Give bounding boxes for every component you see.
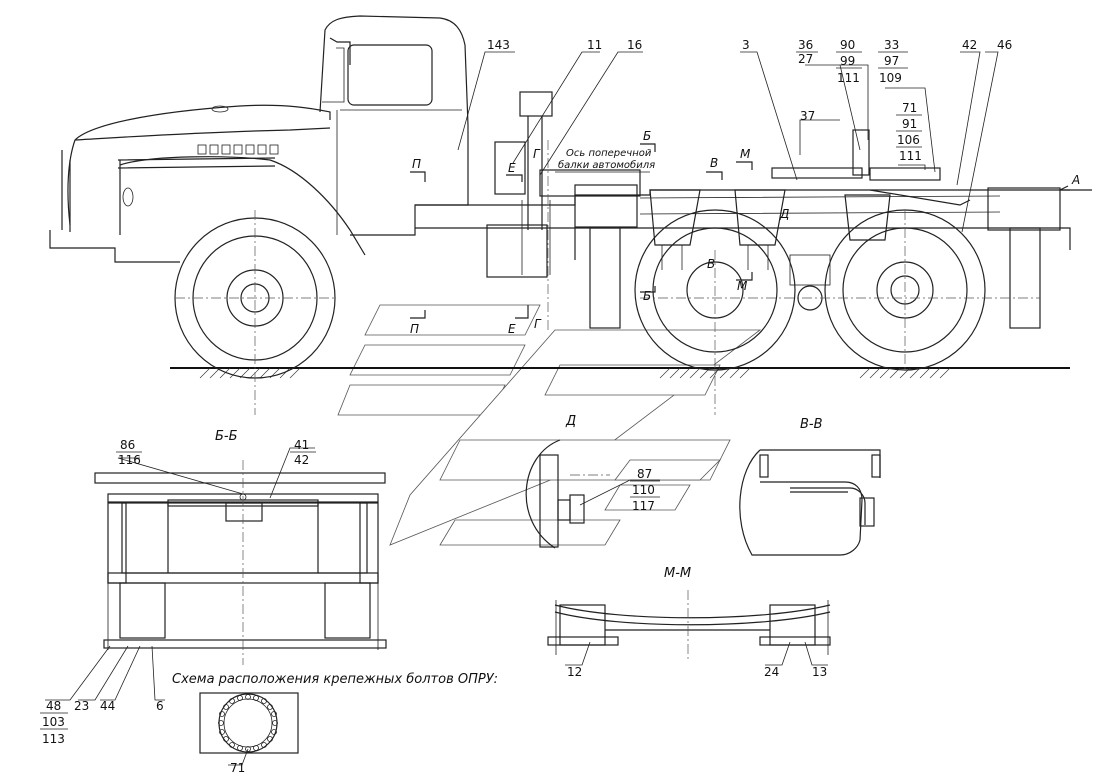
callout-71a: 71: [902, 101, 917, 115]
callout-42: 42: [962, 38, 977, 52]
svg-text:П: П: [410, 322, 419, 336]
svg-text:Б: Б: [643, 289, 651, 303]
svg-text:Г: Г: [534, 317, 542, 331]
svg-text:В: В: [707, 257, 715, 271]
cab-outline: [319, 15, 469, 236]
callout-3: 3: [742, 38, 750, 52]
scheme-caption: Схема расположения крепежных болтов ОПРУ…: [172, 672, 498, 687]
callout-117: 117: [632, 499, 655, 513]
callout-97: 97: [884, 54, 899, 68]
main-callouts: 143 11 16 3 36 27 90 99 111 33 97 109 42…: [487, 38, 1012, 163]
section-bb: Б-Б 86 116 41 42 48 103 113 23 44: [40, 429, 387, 746]
headlight: [122, 187, 134, 207]
callout-103: 103: [42, 715, 65, 729]
section-vv: В-В: [739, 417, 881, 556]
callout-6: 6: [156, 699, 164, 713]
bolt-scheme: Схема расположения крепежных болтов ОПРУ…: [172, 672, 498, 775]
callout-12: 12: [567, 665, 582, 679]
callout-37: 37: [800, 109, 815, 123]
callout-99: 99: [840, 54, 855, 68]
section-mm: М-М 12 24 13: [547, 566, 831, 679]
callout-90: 90: [840, 38, 855, 52]
callout-143: 143: [487, 38, 510, 52]
callout-116: 116: [118, 453, 141, 467]
view-title-mm: М-М: [664, 566, 691, 581]
svg-text:Д: Д: [779, 207, 789, 221]
grille-slots: [197, 144, 279, 155]
callout-16: 16: [627, 38, 642, 52]
watermark-shapes: [337, 304, 762, 546]
hood-outline: [49, 104, 331, 263]
exhaust-top: [519, 91, 553, 117]
mounting-brackets: [521, 184, 1061, 329]
svg-text:М: М: [737, 279, 748, 293]
svg-text:П: П: [412, 157, 421, 171]
callout-23: 23: [74, 699, 89, 713]
callout-27: 27: [798, 52, 813, 66]
callout-71b: 71: [230, 761, 245, 775]
view-title-d: Д: [565, 414, 576, 429]
ground-hatch: [199, 367, 951, 379]
section-marks: П П Е Г Е Г Б Б В В М М Д А: [410, 129, 1092, 336]
callout-87: 87: [637, 467, 652, 481]
svg-text:Б: Б: [643, 129, 651, 143]
callout-111a: 111: [837, 71, 860, 85]
callout-106: 106: [897, 133, 920, 147]
svg-text:А: А: [1071, 173, 1080, 187]
callout-46: 46: [997, 38, 1012, 52]
svg-text:Е: Е: [508, 322, 516, 336]
callout-24: 24: [764, 665, 779, 679]
view-title-vv: В-В: [800, 417, 823, 432]
bolt-ring: [218, 694, 278, 752]
battery-box: [494, 141, 526, 195]
callout-48: 48: [46, 699, 61, 713]
callout-42b: 42: [294, 453, 309, 467]
axis-note-line2: балки автомобиля: [558, 159, 655, 171]
cab-window: [347, 44, 433, 106]
main-leader-lines: [457, 51, 999, 233]
axis-note: Ось поперечной балки автомобиля: [555, 148, 655, 173]
callout-109: 109: [879, 71, 902, 85]
callout-33: 33: [884, 38, 899, 52]
fender-front: [119, 156, 366, 256]
svg-text:М: М: [740, 147, 751, 161]
svg-text:В: В: [710, 156, 718, 170]
truck-side-view: [49, 15, 1071, 415]
fifth-wheel-plate: [771, 167, 863, 179]
svg-text:Г: Г: [533, 147, 541, 161]
callout-11: 11: [587, 38, 602, 52]
callout-41: 41: [294, 438, 309, 452]
callout-86: 86: [120, 438, 135, 452]
fuel-tank: [486, 224, 548, 278]
view-d: Д 87 110 117: [525, 414, 660, 549]
chassis-frame: [415, 189, 1071, 260]
axis-note-line1: Ось поперечной: [566, 148, 652, 159]
callout-113: 113: [42, 732, 65, 746]
svg-text:Е: Е: [508, 161, 516, 175]
callout-44: 44: [100, 699, 115, 713]
callout-91: 91: [902, 117, 917, 131]
callout-13: 13: [812, 665, 827, 679]
view-title-bb: Б-Б: [215, 429, 238, 444]
callout-111b: 111: [899, 149, 922, 163]
callout-110: 110: [632, 483, 655, 497]
callout-36: 36: [798, 38, 813, 52]
